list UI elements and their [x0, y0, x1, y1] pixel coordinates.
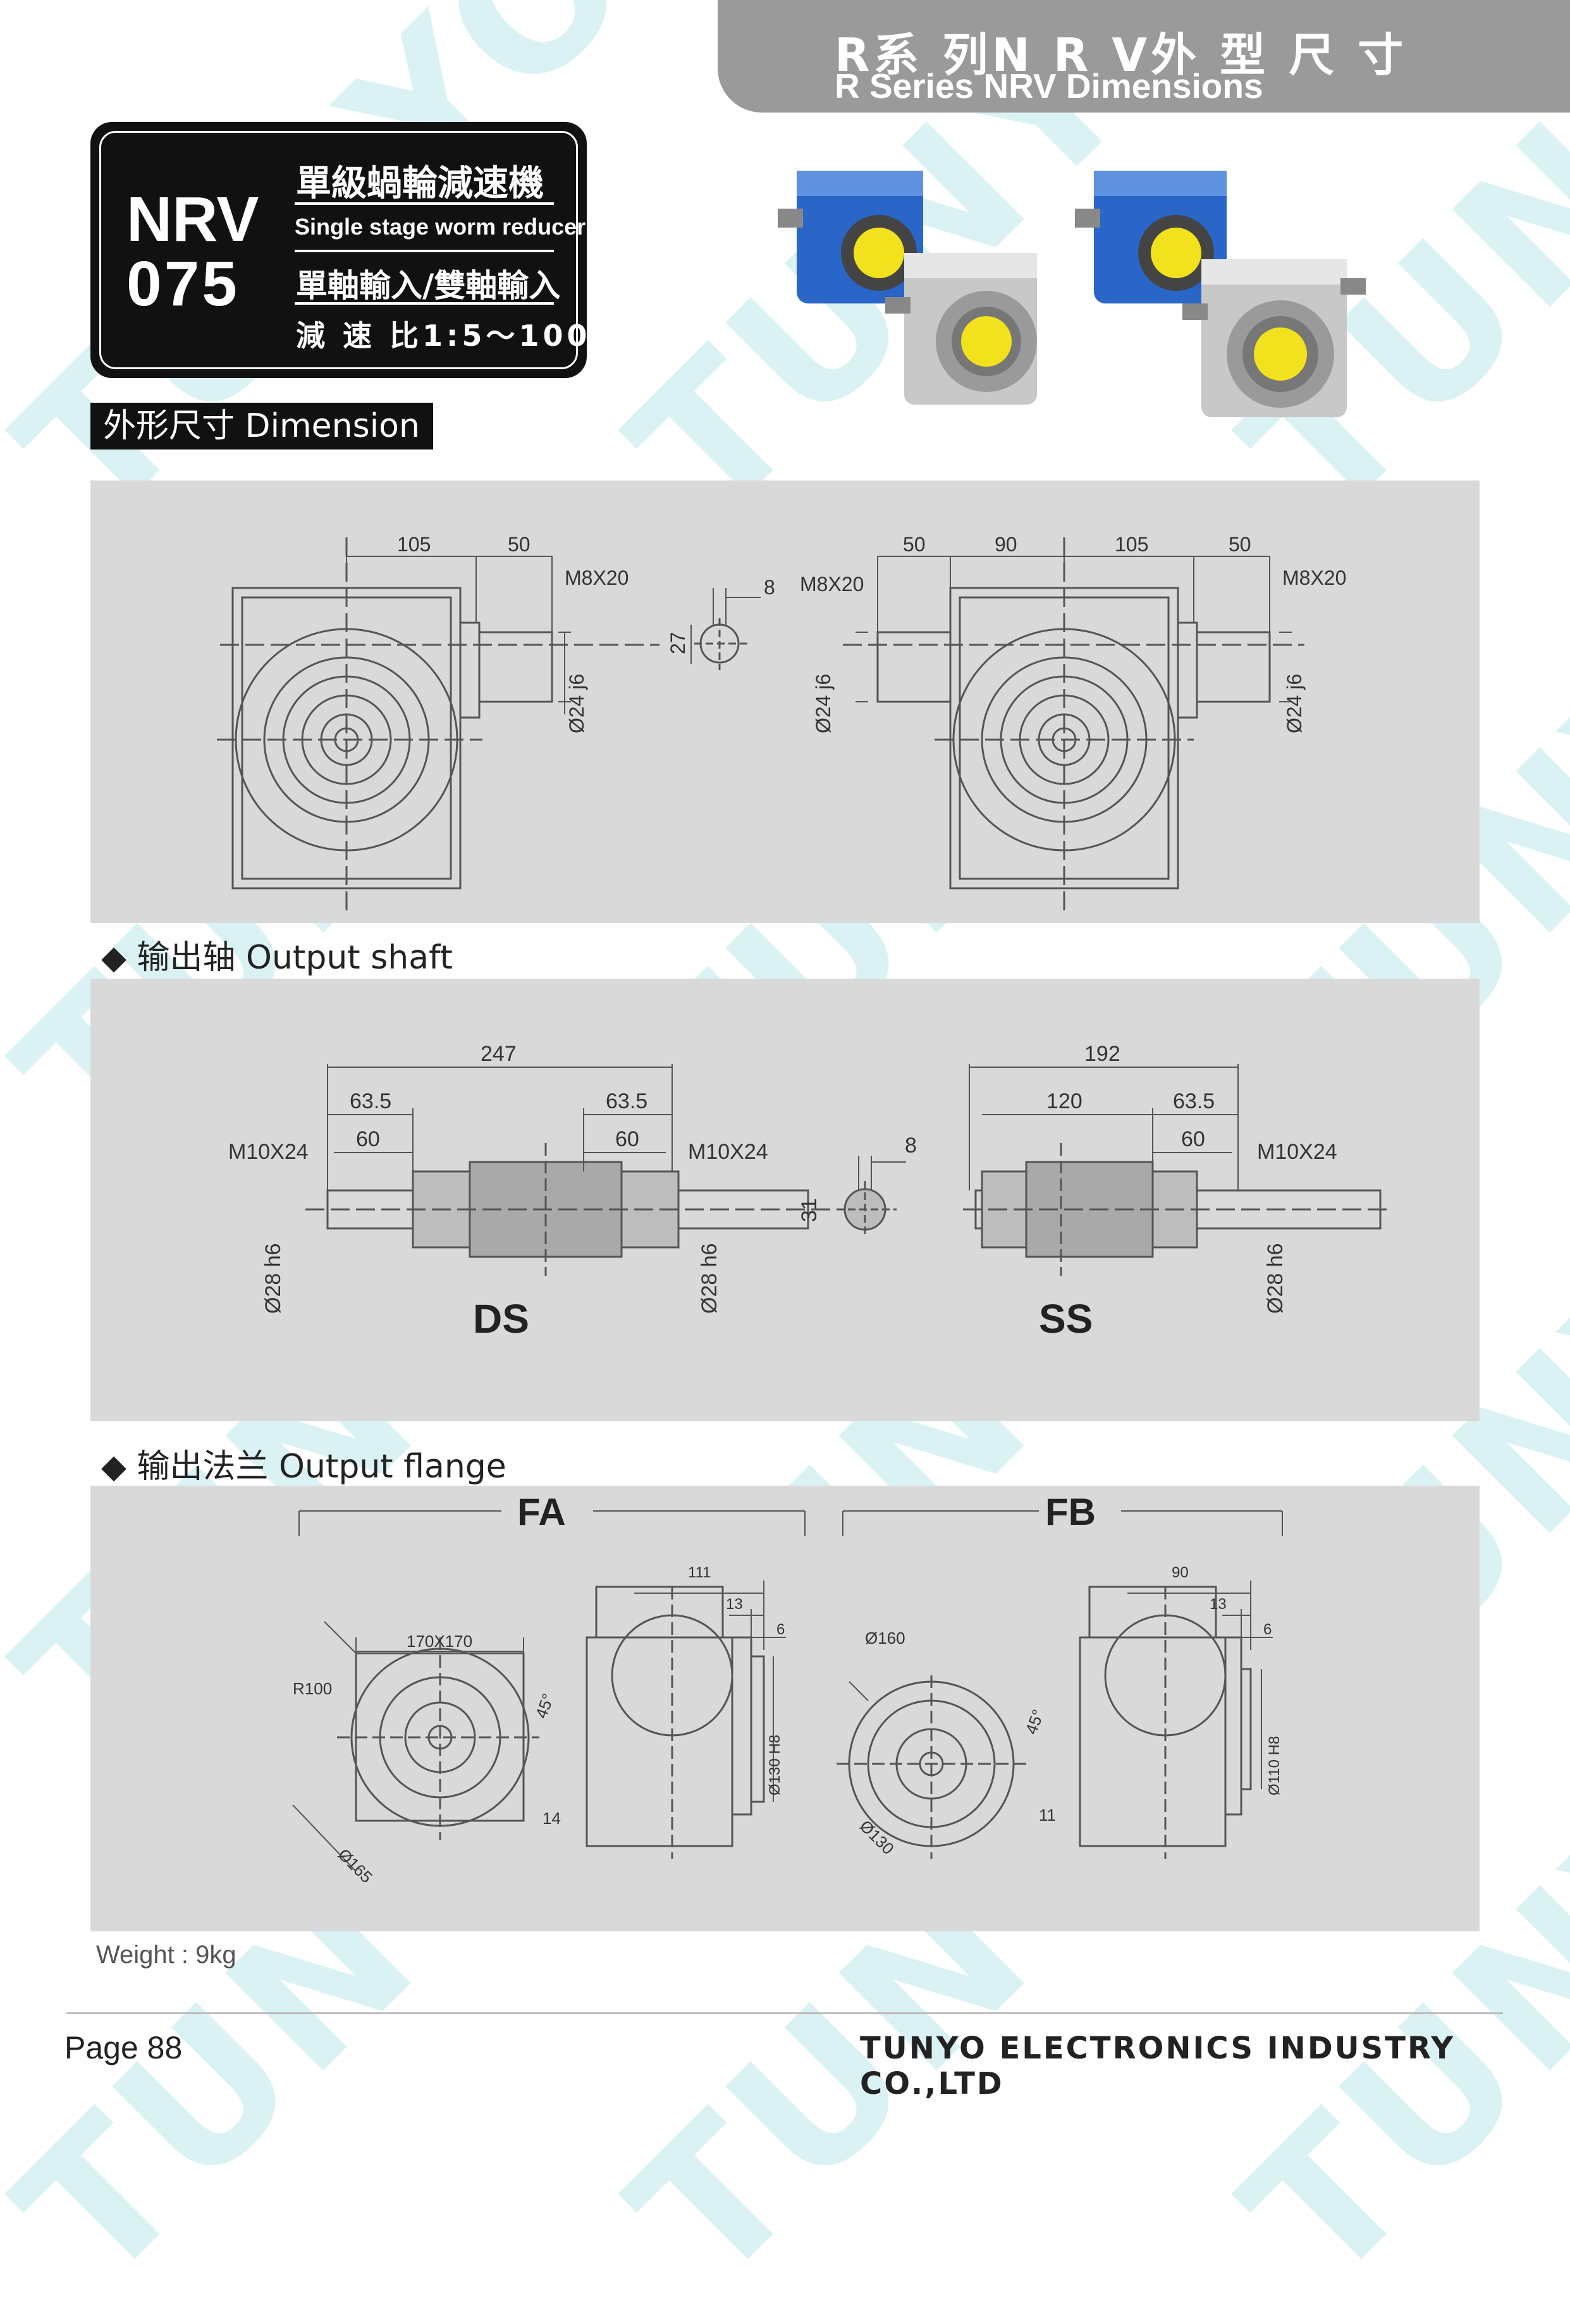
dim-105-left: 105 — [397, 533, 431, 556]
ds-a: 63.5 — [350, 1089, 391, 1113]
fa-label: FA — [517, 1491, 566, 1533]
company-name: TUNYO ELECTRONICS INDUSTRY CO.,LTD — [860, 2031, 1456, 2101]
ss-total: 192 — [1084, 1042, 1120, 1066]
dim-50-left: 50 — [508, 533, 530, 556]
shaft-right-2: Ø24 j6 — [1283, 674, 1306, 733]
ss-thread: M10X24 — [1257, 1140, 1337, 1164]
fa-hole: 14 — [543, 1809, 561, 1828]
output-shaft-drawing: 247 63.5 63.5 60 60 M10X24 M10X24 Ø28 h6… — [228, 1042, 1393, 1342]
housing-right — [843, 537, 1304, 910]
key-width-1: 8 — [764, 576, 775, 599]
model-size: 075 — [126, 248, 240, 319]
dim-50b-right: 50 — [1229, 533, 1251, 556]
page-title-en: R Series NRV Dimensions — [835, 66, 1263, 106]
fa-pcd: Ø165 — [334, 1845, 376, 1887]
dim-90-right: 90 — [995, 533, 1017, 556]
fb-side — [1079, 1586, 1252, 1859]
motor-photo-1 — [778, 171, 1037, 405]
thread-left: M8X20 — [565, 566, 629, 589]
dimension-drawing: 105 50 M8X20 Ø24 j6 8 27 50 90 — [217, 533, 1346, 910]
fb-outer: Ø160 — [865, 1629, 905, 1648]
key-height-1: 27 — [666, 632, 689, 654]
shaft-right-1: Ø24 j6 — [812, 674, 835, 733]
motor-photo-2 — [1075, 171, 1366, 417]
ss-shaft — [963, 1143, 1393, 1276]
ds-total: 247 — [481, 1042, 517, 1066]
page-number: Page 88 — [64, 2030, 183, 2065]
badge-title-en: Single stage worm reducer — [295, 214, 586, 240]
shaft-left: Ø24 j6 — [565, 674, 588, 733]
key-height-2: 31 — [797, 1198, 821, 1222]
fa-square: 170X170 — [407, 1632, 472, 1651]
fb-spigot: Ø110 H8 — [1266, 1736, 1283, 1795]
badge-ratio: 減 速 比1:5～100 — [296, 319, 591, 353]
ds-d: 60 — [615, 1127, 639, 1151]
dim-50a-right: 50 — [903, 533, 926, 556]
ds-b: 63.5 — [606, 1089, 647, 1113]
section-output-shaft: ◆ 输出轴 Output shaft — [101, 939, 453, 977]
fb-d6: 6 — [1263, 1621, 1272, 1638]
ds-c: 60 — [356, 1127, 380, 1151]
ds-dims — [327, 1064, 673, 1190]
key-section — [690, 588, 761, 670]
output-shaft-panel — [90, 979, 1480, 1421]
output-flange-drawing: FA FB 170X170 R100 45° Ø165 14 111 13 6 … — [292, 1491, 1283, 1887]
badge-title-zh: 單級蝸輪減速機 — [296, 163, 544, 204]
fa-side — [586, 1586, 765, 1859]
badge-input-type: 單軸輸入/雙軸輸入 — [296, 267, 561, 304]
fa-d13: 13 — [726, 1596, 743, 1613]
fa-angle: 45° — [531, 1691, 558, 1721]
dim-105-right: 105 — [1115, 533, 1148, 556]
fa-flange — [292, 1621, 539, 1872]
housing-left — [217, 537, 659, 910]
ds-thread-left: M10X24 — [228, 1140, 309, 1164]
dims-left — [346, 556, 571, 714]
fb-flange — [837, 1675, 1026, 1859]
header-tab — [718, 0, 1570, 113]
ds-shaft-left: Ø28 h6 — [261, 1243, 285, 1314]
section-output-flange: ◆ 输出法兰 Output flange — [101, 1448, 506, 1486]
fb-angle: 45° — [1021, 1707, 1048, 1737]
ss-b: 63.5 — [1173, 1089, 1215, 1113]
section-dimension: 外形尺寸 Dimension — [90, 403, 433, 450]
ss-label: SS — [1039, 1296, 1093, 1342]
fa-radius: R100 — [293, 1679, 332, 1698]
thread-right-2: M8X20 — [1282, 566, 1346, 589]
key-section-2 — [837, 1156, 906, 1238]
output-flange-panel — [90, 1486, 1480, 1931]
fa-spigot: Ø130 H8 — [766, 1735, 783, 1795]
model-name: NRV — [126, 184, 259, 255]
fb-d13: 13 — [1210, 1596, 1227, 1613]
product-photos — [778, 171, 1366, 417]
weight-note: Weight : 9kg — [96, 1941, 236, 1969]
ss-c: 60 — [1181, 1127, 1205, 1151]
fb-pcd: Ø130 — [856, 1816, 898, 1858]
footer-divider — [66, 2012, 1503, 2014]
ds-shaft — [305, 1143, 830, 1276]
dims-right — [856, 556, 1292, 702]
page-title-zh: R系 列N R V外 型 尺 寸 — [835, 28, 1407, 82]
ds-label: DS — [473, 1296, 529, 1342]
fb-d90: 90 — [1172, 1564, 1189, 1581]
key-width-2: 8 — [905, 1134, 917, 1158]
ss-a: 120 — [1046, 1089, 1082, 1113]
ds-shaft-right: Ø28 h6 — [697, 1243, 721, 1314]
fb-label: FB — [1045, 1491, 1096, 1533]
thread-right-1: M8X20 — [800, 573, 864, 596]
ss-shaft: Ø28 h6 — [1263, 1243, 1287, 1314]
fa-d6: 6 — [776, 1621, 785, 1638]
ds-thread-right: M10X24 — [688, 1140, 768, 1164]
fb-hole: 11 — [1039, 1806, 1056, 1825]
ss-dims — [969, 1064, 1239, 1190]
fa-d111: 111 — [688, 1564, 711, 1581]
